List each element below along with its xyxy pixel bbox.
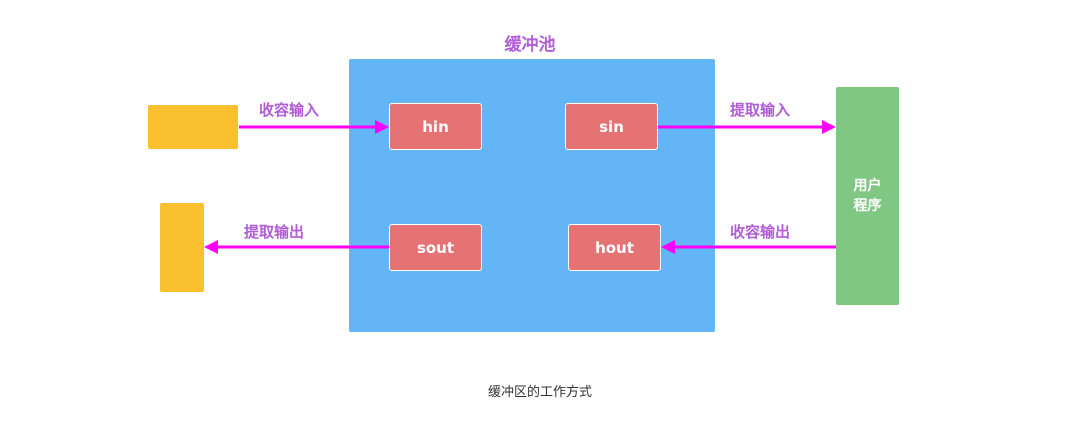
extract-output-label: 提取输出	[244, 223, 305, 241]
extract-input-arrowhead	[822, 120, 836, 134]
sin-buffer: sin	[565, 103, 658, 150]
extract-output-arrowhead	[204, 240, 218, 254]
sout-buffer: sout	[389, 224, 482, 271]
hout-buffer: hout	[568, 224, 661, 271]
extract-input-label: 提取输入	[730, 101, 791, 119]
collect-output-label: 收容输出	[730, 223, 791, 241]
output-device	[160, 203, 204, 292]
collect-output-arrowhead	[661, 240, 675, 254]
hin-buffer: hin	[389, 103, 482, 150]
user-program-label: 用户程序	[853, 178, 882, 214]
input-device	[148, 105, 238, 149]
user-program: 用户程序	[836, 87, 899, 305]
collect-input-arrowhead	[375, 120, 389, 134]
figure-caption: 缓冲区的工作方式	[487, 385, 592, 400]
buffer-pool-title: 缓冲池	[504, 35, 556, 55]
collect-input-label: 收容输入	[259, 101, 320, 119]
